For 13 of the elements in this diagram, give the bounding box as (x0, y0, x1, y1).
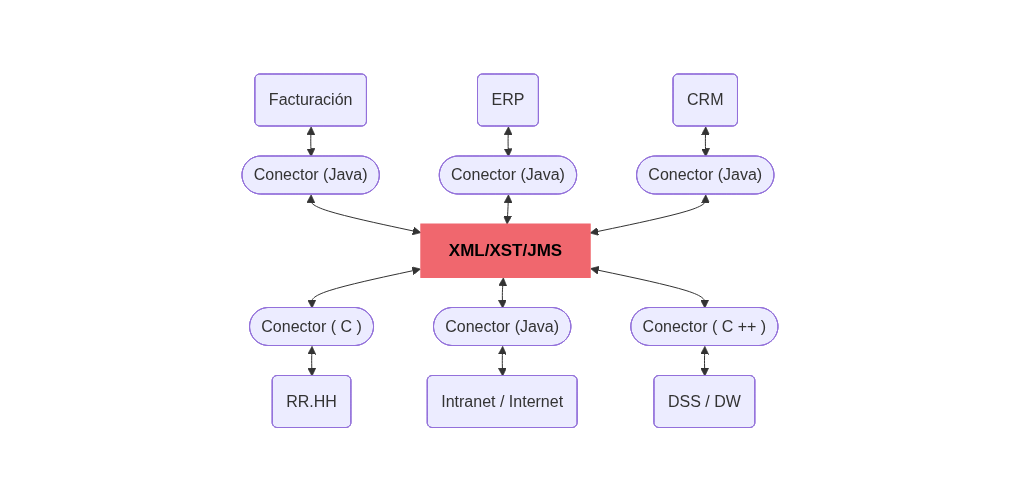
arrow (503, 126, 513, 158)
arrow (306, 126, 316, 158)
arrow (589, 194, 710, 236)
arrow (307, 346, 317, 377)
arrow (701, 126, 710, 158)
node-box: XML/XST/JMS (420, 223, 591, 279)
arrow (498, 346, 507, 377)
arrow (700, 346, 710, 377)
arrow (590, 266, 710, 309)
arrow (498, 277, 508, 309)
arrow (306, 194, 422, 236)
arrow (307, 266, 421, 309)
arrow (503, 194, 513, 225)
